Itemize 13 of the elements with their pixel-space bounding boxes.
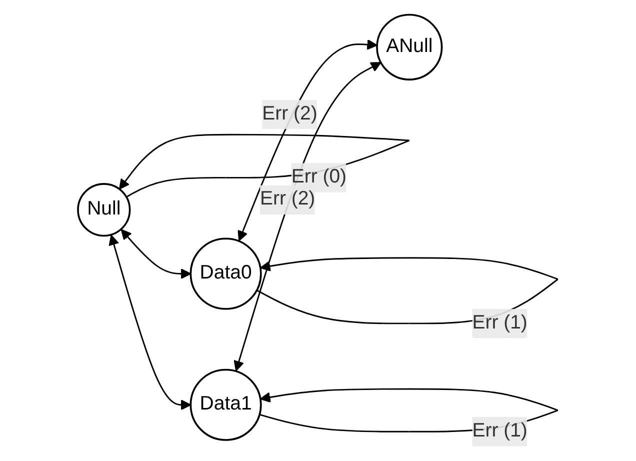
- arrow: [234, 62, 382, 372]
- arrow: [108, 234, 192, 410]
- edge-label: Err (2): [262, 103, 318, 124]
- edge-label: Err (2): [260, 188, 316, 210]
- node-circle: Null: [77, 183, 131, 237]
- edge-label: Err (1): [472, 420, 528, 442]
- arrow: [120, 229, 192, 280]
- edge-label: Err (1): [472, 312, 528, 334]
- node-circle: Data1: [190, 368, 262, 441]
- edge-label: Err (0): [291, 166, 347, 188]
- arrow: [238, 39, 378, 242]
- node-circle: Data0: [190, 238, 262, 310]
- node-circle: ANull: [376, 14, 443, 80]
